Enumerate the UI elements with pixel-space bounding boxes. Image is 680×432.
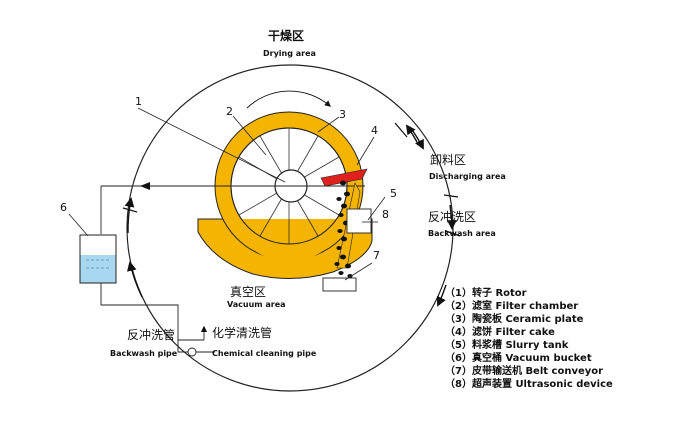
- zone-tick-backwash-bottom: [445, 230, 461, 237]
- zone-drying-zh: 干燥区: [268, 28, 304, 43]
- rotation-arrow-lower-right: [436, 284, 447, 307]
- zone-tick-discharge: [394, 122, 408, 138]
- zone-drying-en: Drying area: [263, 49, 316, 58]
- legend-item-4: （4）滤饼 Filter cake: [445, 325, 555, 338]
- legend-item-6: （6）真空桶 Vacuum bucket: [445, 351, 592, 364]
- rotation-arrow-lower-left: [127, 261, 143, 298]
- callout-leaders: [68, 107, 386, 281]
- vacuum-line-arrow: [140, 182, 150, 190]
- legend-item-7: （7）皮带输送机 Belt conveyor: [445, 364, 603, 377]
- callout-8: 8: [382, 208, 389, 221]
- zone-discharging-zh: 卸料区: [430, 152, 466, 167]
- backwash-pipe-zh: 反冲洗管: [127, 327, 175, 342]
- zone-discharging-en: Discharging area: [429, 172, 506, 181]
- callout-6: 6: [60, 201, 67, 214]
- rotation-arrow-left: [124, 197, 135, 234]
- callout-5: 5: [390, 187, 397, 200]
- zone-backwash-en: Backwash area: [428, 229, 496, 238]
- backwash-pipe-en: Backwash pipe: [110, 349, 178, 358]
- vacuum-bucket-water: [80, 255, 116, 283]
- legend-item-3: （3）陶瓷板 Ceramic plate: [445, 312, 584, 325]
- legend-item-2: （2）滤室 Filter chamber: [445, 299, 578, 312]
- legend-item-8: （8）超声装置 Ultrasonic device: [445, 377, 613, 390]
- ultrasonic-device: [346, 208, 372, 234]
- chemical-pipe-en: Chemical cleaning pipe: [212, 349, 317, 358]
- rotation-arrow-upper-right-rev: [405, 124, 418, 143]
- callout-4: 4: [371, 124, 378, 137]
- zone-backwash-zh: 反冲洗区: [428, 209, 476, 224]
- backwash-pipe: [100, 283, 190, 353]
- callout-7: 7: [373, 249, 380, 262]
- belt-conveyor: [322, 277, 357, 292]
- legend-item-5: （5）料浆槽 Slurry tank: [445, 338, 569, 351]
- legend: （1）转子 Rotor （2）滤室 Filter chamber （3）陶瓷板 …: [445, 286, 613, 390]
- callout-1: 1: [135, 95, 142, 108]
- scraper: [320, 168, 368, 187]
- filter-cake-particles: [334, 180, 353, 278]
- rotation-arrow-right: [446, 204, 457, 230]
- zone-tick-backwash-top: [443, 194, 459, 198]
- callout-2: 2: [226, 105, 233, 118]
- zone-tick-left: [122, 207, 138, 213]
- valve-icon: [187, 347, 197, 357]
- legend-item-1: （1）转子 Rotor: [445, 286, 527, 299]
- callout-3: 3: [339, 108, 346, 121]
- chemical-pipe-zh: 化学清洗管: [212, 325, 272, 340]
- rotation-arrow-rotor: [246, 90, 331, 109]
- zone-vacuum-en: Vacuum area: [227, 300, 286, 309]
- zone-vacuum-zh: 真空区: [230, 285, 266, 299]
